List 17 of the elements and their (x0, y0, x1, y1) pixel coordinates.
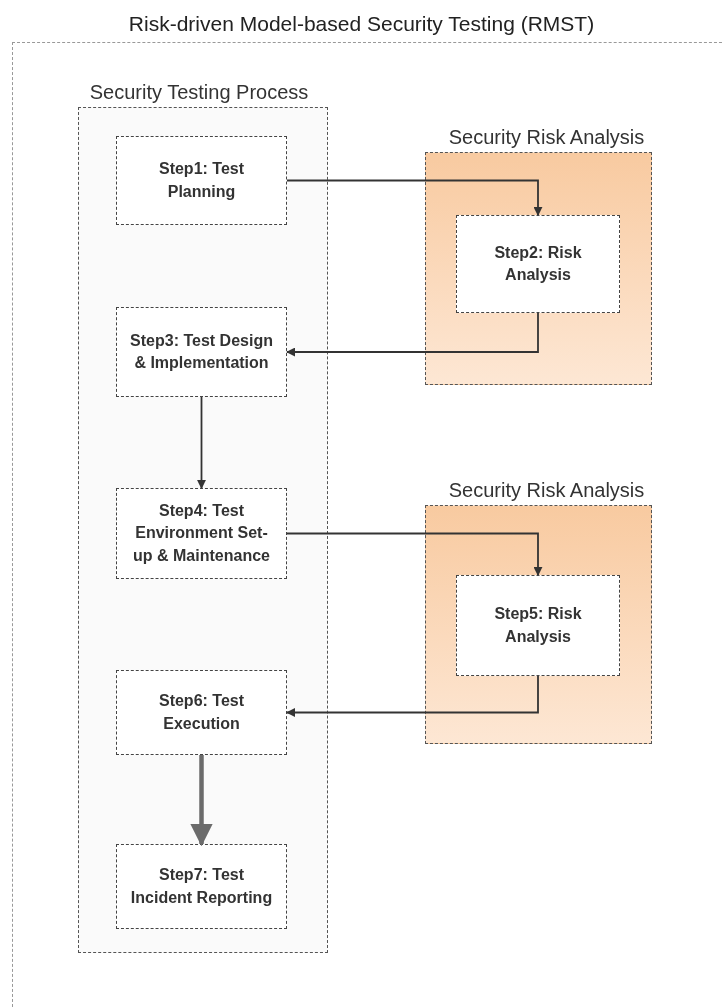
arrow (286, 532, 543, 576)
step-box: Step4: Test Environment Set-up & Maintenance (116, 488, 287, 579)
step-box: Step6: Test Execution (116, 670, 287, 755)
group-heading: Security Testing Process (89, 80, 309, 105)
arrow (197, 396, 206, 489)
step-box: Step3: Test Design & Implementation (116, 307, 287, 397)
arrow (286, 312, 539, 357)
step-box: Step2: Risk Analysis (456, 215, 620, 313)
diagram-title: Risk-driven Model-based Security Testing (RMST) (128, 11, 595, 37)
arrow (286, 675, 539, 717)
group-heading: Security Risk Analysis (448, 478, 645, 503)
step-box: Step7: Test Incident Reporting (116, 844, 287, 929)
arrow (286, 179, 543, 216)
step-box: Step5: Risk Analysis (456, 575, 620, 676)
arrow (190, 755, 213, 847)
step-box: Step1: Test Planning (116, 136, 287, 225)
group-heading: Security Risk Analysis (448, 125, 645, 150)
